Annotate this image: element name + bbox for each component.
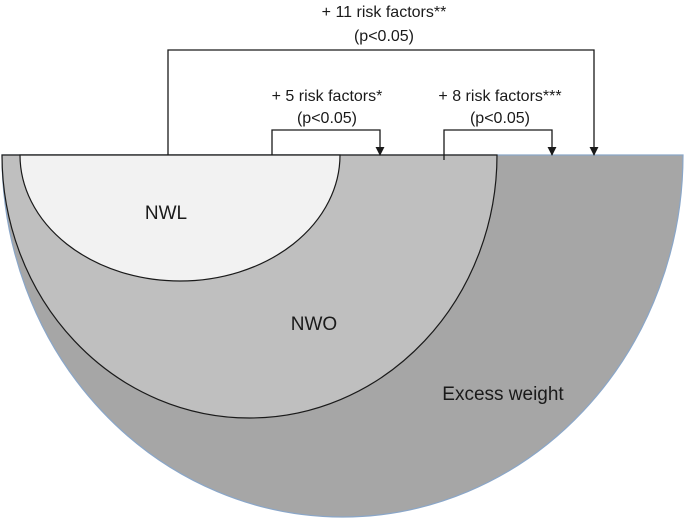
nwl-vs-nwo-p: (p<0.05) <box>297 110 357 127</box>
nwo-label: NWO <box>291 314 337 335</box>
bracket-nwl-vs-nwo <box>271 129 385 156</box>
nwl-region <box>19 154 341 282</box>
excess-weight-label: Excess weight <box>442 384 564 405</box>
nwl-label: NWL <box>145 203 187 224</box>
nwl-vs-nwo-title: + 5 risk factors* <box>272 88 383 105</box>
nwo-vs-excess-title: + 8 risk factors*** <box>438 88 561 105</box>
bracket-nwo-vs-excess <box>443 129 557 160</box>
nwl-vs-excess-p: (p<0.05) <box>354 28 414 45</box>
nwo-vs-excess-p: (p<0.05) <box>470 110 530 127</box>
bracket-nwl-vs-excess <box>167 49 599 156</box>
nwl-vs-excess-title: + 11 risk factors** <box>322 4 447 21</box>
